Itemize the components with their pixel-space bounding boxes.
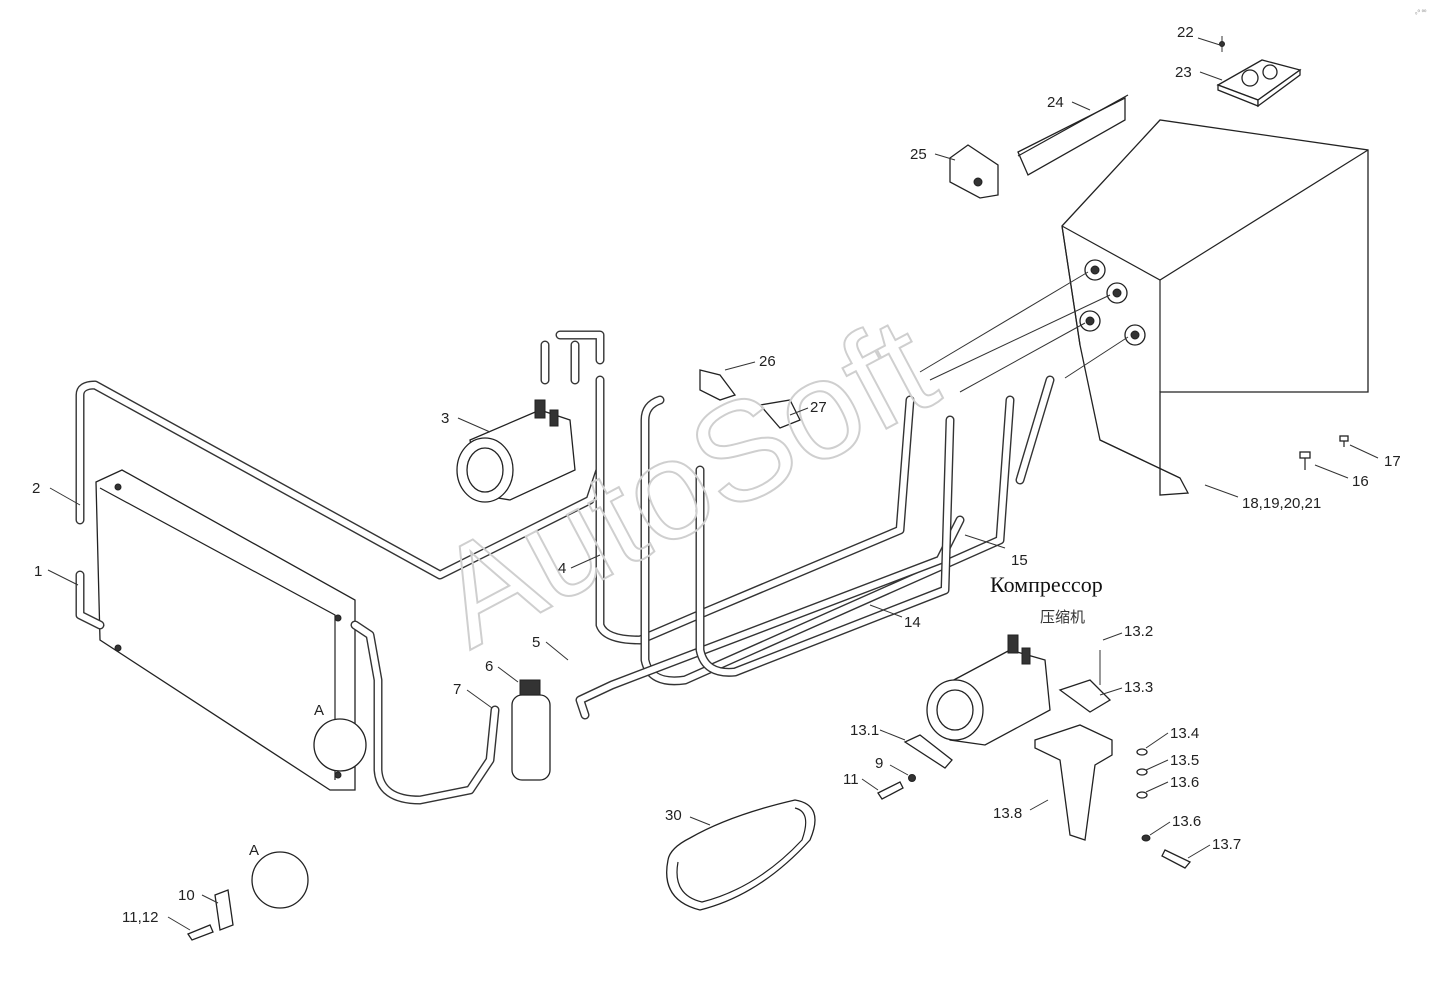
callout-17: 17 [1384, 453, 1401, 470]
callout-13-6a: 13.6 [1170, 774, 1199, 791]
leader-lines [47, 37, 1379, 931]
corner-mark: ₀⁰ ⁰⁰ [1415, 9, 1427, 16]
callout-18-21: 18,19,20,21 [1242, 495, 1321, 512]
callout-7: 7 [453, 681, 461, 698]
control-panel [1216, 36, 1302, 108]
drive-belt [666, 799, 816, 911]
evaporator-fittings [1079, 259, 1146, 346]
callout-1: 1 [34, 563, 42, 580]
callout-30: 30 [665, 807, 682, 824]
plate-and-bolt [877, 734, 953, 800]
callout-24: 24 [1047, 94, 1064, 111]
callout-4: 4 [558, 560, 566, 577]
receiver-drier [511, 679, 551, 781]
callout-14: 14 [904, 614, 921, 631]
callout-9: 9 [875, 755, 883, 772]
compressor-assembly [456, 399, 576, 503]
callout-26: 26 [759, 353, 776, 370]
washers-and-nuts [1136, 748, 1192, 869]
callout-13-4: 13.4 [1170, 725, 1199, 742]
refrigerant-pipes [75, 330, 1055, 805]
callout-13-5: 13.5 [1170, 752, 1199, 769]
callout-15: 15 [1011, 552, 1028, 569]
compressor-bracket [1034, 650, 1113, 841]
callout-13-8: 13.8 [993, 805, 1022, 822]
evaporator-housing [1061, 119, 1369, 496]
callout-16: 16 [1352, 473, 1369, 490]
callout-2: 2 [32, 480, 40, 497]
detail-a-label-2: A [249, 842, 259, 859]
mounting-rail [1017, 94, 1129, 176]
callout-22: 22 [1177, 24, 1194, 41]
callout-13-6b: 13.6 [1172, 813, 1201, 830]
compressor-mounted [926, 634, 1051, 746]
callout-23: 23 [1175, 64, 1192, 81]
condenser [95, 469, 367, 791]
screws-16-17 [1299, 435, 1349, 470]
callout-13-1: 13.1 [850, 722, 879, 739]
bracket-25 [949, 144, 999, 199]
title-russian: Компрессор [990, 572, 1103, 597]
callout-25: 25 [910, 146, 927, 163]
callout-10: 10 [178, 887, 195, 904]
title-chinese: 压缩机 [1040, 608, 1085, 626]
callout-13-3: 13.3 [1124, 679, 1153, 696]
callout-11-12: 11,12 [122, 909, 158, 926]
callout-13-2: 13.2 [1124, 623, 1153, 640]
callout-3: 3 [441, 410, 449, 427]
detail-a-inset [187, 851, 309, 941]
valve-and-tee [699, 369, 801, 429]
callout-6: 6 [485, 658, 493, 675]
callout-labels: 2 1 3 4 5 6 7 A A 10 11,12 22 23 24 25 2… [32, 24, 1401, 926]
callout-5: 5 [532, 634, 540, 651]
callout-11: 11 [843, 771, 859, 788]
fitting-lines [919, 271, 1129, 393]
callout-27: 27 [810, 399, 827, 416]
detail-a-label-1: A [314, 702, 324, 719]
callout-13-7: 13.7 [1212, 836, 1241, 853]
